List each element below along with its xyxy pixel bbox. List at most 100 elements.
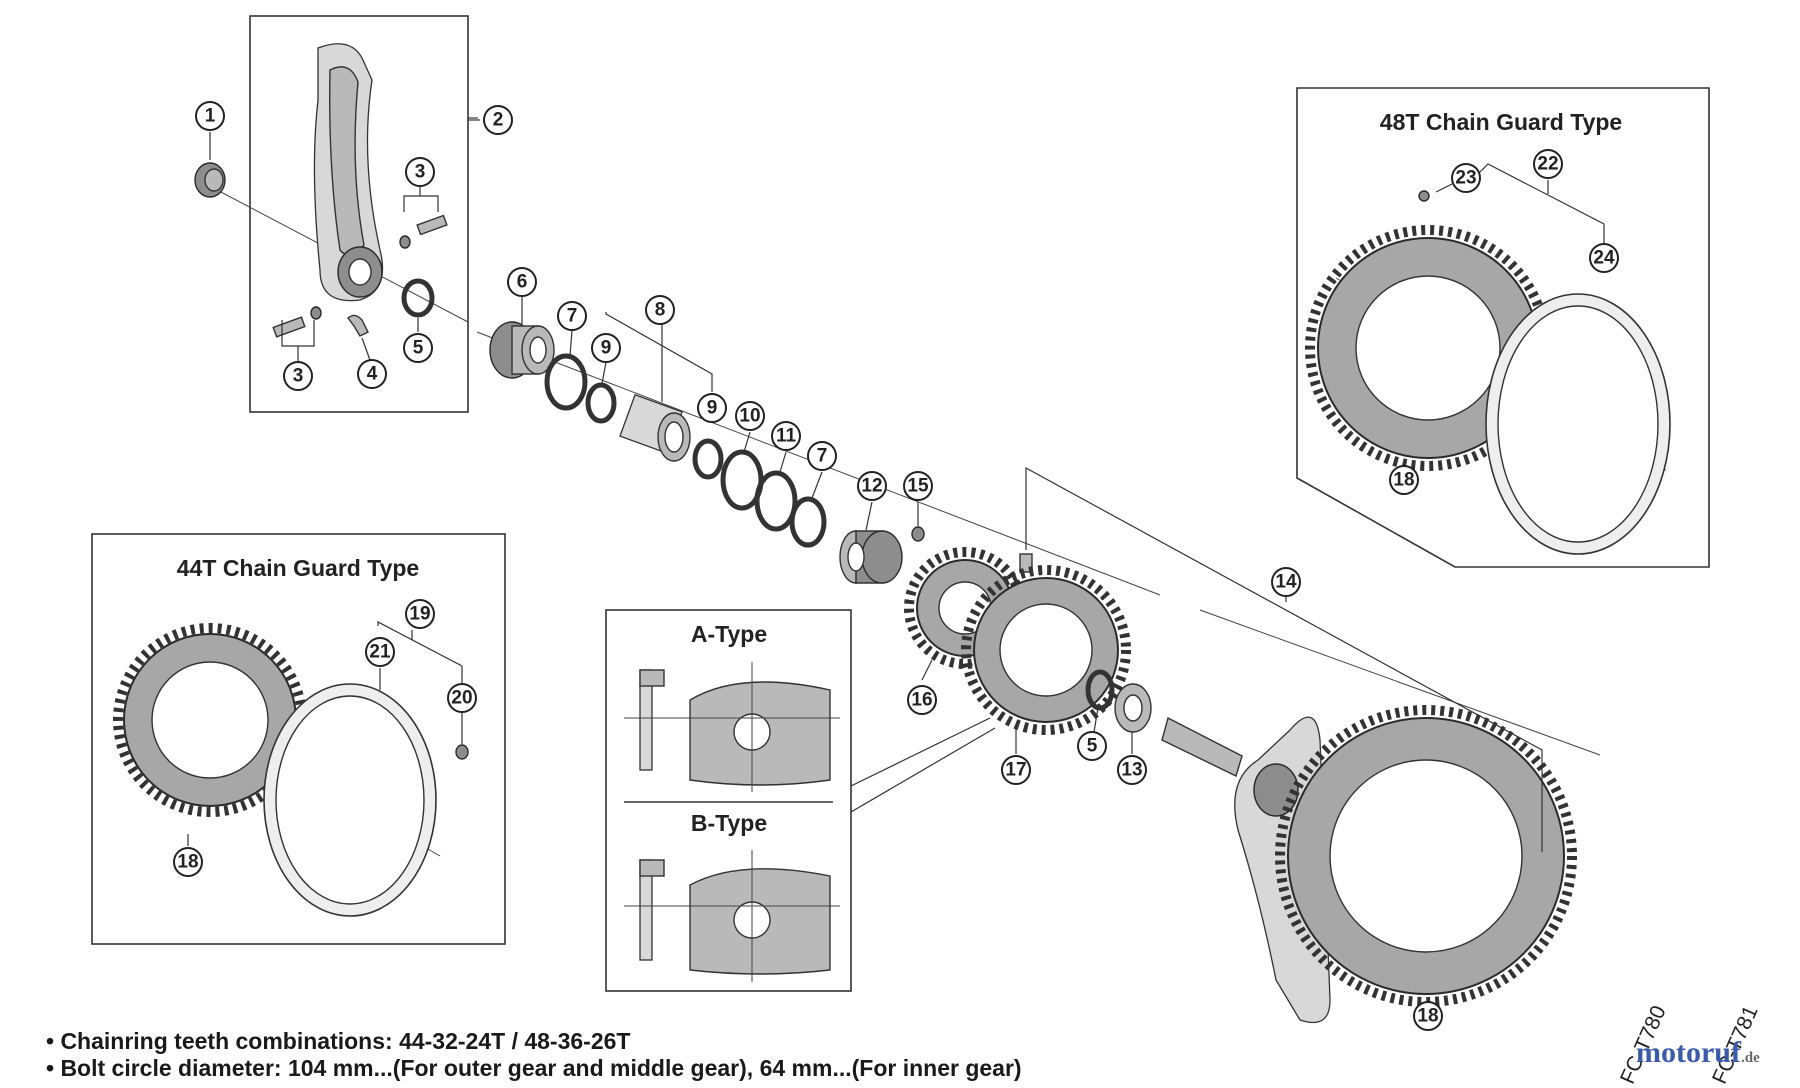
callout-9-right: 9 [697,393,727,423]
callout-6: 6 [507,267,537,297]
chain-guard-part-21 [263,683,437,917]
pinch-bolt-top [399,214,448,249]
callout-17: 17 [1001,755,1031,785]
guard-bolt-part-20 [455,744,469,760]
svg-text:2: 2 [493,110,504,131]
adapter-part-13 [1114,683,1152,733]
o-ring-part-9-right [692,438,724,480]
svg-text:9: 9 [601,338,612,359]
panel-48t-chain-guard [1296,87,1710,568]
callout-10: 10 [735,401,765,431]
callout-3-bottom: 3 [283,361,313,391]
title-b-type: B-Type [691,810,767,836]
bb-cup-part-12 [839,530,903,584]
callout-8: 8 [645,295,675,325]
callout-14: 14 [1271,567,1301,597]
callout-22: 22 [1533,149,1563,179]
callout-13: 13 [1117,755,1147,785]
panel-44t-chain-guard [91,533,506,945]
spec-notes: • Chainring teeth combinations: 44-32-24… [46,1028,1022,1082]
svg-text:24: 24 [1593,248,1615,269]
svg-text:8: 8 [655,300,666,321]
callout-5-right: 5 [1077,731,1107,761]
svg-text:3: 3 [293,366,304,387]
note-bolt-circle-diameter: • Bolt circle diameter: 104 mm...(For ou… [46,1055,1022,1081]
svg-text:5: 5 [1087,736,1098,757]
callout-12: 12 [857,471,887,501]
chainring-bolt-part-15 [911,526,925,542]
title-44t-chain-guard: 44T Chain Guard Type [177,555,419,581]
callout-1: 1 [195,101,225,131]
svg-text:5: 5 [413,338,424,359]
leader-type-b [850,727,996,813]
svg-text:1: 1 [205,106,216,127]
callout-18-44t: 18 [173,847,203,877]
callout-5-left: 5 [403,333,433,363]
svg-text:21: 21 [369,642,391,663]
svg-text:14: 14 [1275,572,1297,593]
svg-text:10: 10 [739,406,760,427]
svg-text:11: 11 [776,426,797,447]
callout-21: 21 [365,637,395,667]
callout-24: 24 [1589,243,1619,273]
svg-text:9: 9 [707,398,718,419]
svg-text:18: 18 [1393,470,1414,491]
spacer-part-7-right [789,496,827,548]
leader-type-a [850,717,991,787]
o-ring-part-5-right [1085,669,1115,711]
callout-15: 15 [903,471,933,501]
callout-18-48t: 18 [1389,465,1419,495]
svg-text:18: 18 [1417,1006,1438,1027]
svg-text:22: 22 [1537,154,1558,175]
bb-sleeve-part-8 [619,393,691,462]
svg-text:18: 18 [177,852,198,873]
callout-9-left: 9 [591,333,621,363]
svg-text:12: 12 [861,476,882,497]
svg-text:4: 4 [367,364,378,385]
outer-chainring-48t [1305,225,1551,471]
spacer-part-7-left [544,353,588,411]
b-type-profile [624,850,840,982]
callout-16: 16 [907,685,937,715]
callout-11: 11 [771,421,801,451]
svg-text:23: 23 [1455,168,1476,189]
svg-text:3: 3 [415,162,426,183]
plate-part-4 [347,314,369,337]
svg-text:19: 19 [409,604,430,625]
crank-cap-part-1 [194,162,226,198]
o-ring-part-5-left [401,278,435,318]
callout-20: 20 [447,683,477,713]
chain-guard-part-24 [1485,293,1671,555]
bb-cup-part-6 [489,321,555,379]
svg-text:20: 20 [451,688,472,709]
o-ring-part-9-left [585,382,617,424]
title-a-type: A-Type [691,621,767,647]
guard-bolt-part-23 [1418,190,1430,202]
a-type-profile [624,662,840,792]
note-teeth-combinations: • Chainring teeth combinations: 44-32-24… [46,1028,631,1054]
panel-ring-types [605,609,852,992]
svg-text:7: 7 [817,446,828,467]
spacer-part-11 [754,470,798,532]
pinch-bolt-bottom [272,306,322,338]
outer-chainring-part-18-main [1275,705,1577,1007]
svg-text:15: 15 [907,476,929,497]
svg-text:6: 6 [517,272,528,293]
callout-18-main: 18 [1413,1001,1443,1031]
callout-4: 4 [357,359,387,389]
callout-2: 2 [483,105,513,135]
svg-text:16: 16 [911,690,932,711]
watermark-name: motoruf [1636,1036,1741,1069]
main-axis-right [1199,609,1601,756]
callout-7-left: 7 [557,301,587,331]
svg-text:13: 13 [1121,760,1142,781]
title-48t-chain-guard: 48T Chain Guard Type [1380,109,1622,135]
middle-chainring-part-17 [961,565,1131,735]
callout-23: 23 [1451,163,1481,193]
outer-chainring-44t [113,623,307,817]
callout-3-top: 3 [405,157,435,187]
watermark-tld: .de [1740,1050,1760,1066]
svg-text:17: 17 [1005,760,1026,781]
svg-text:7: 7 [567,306,578,327]
